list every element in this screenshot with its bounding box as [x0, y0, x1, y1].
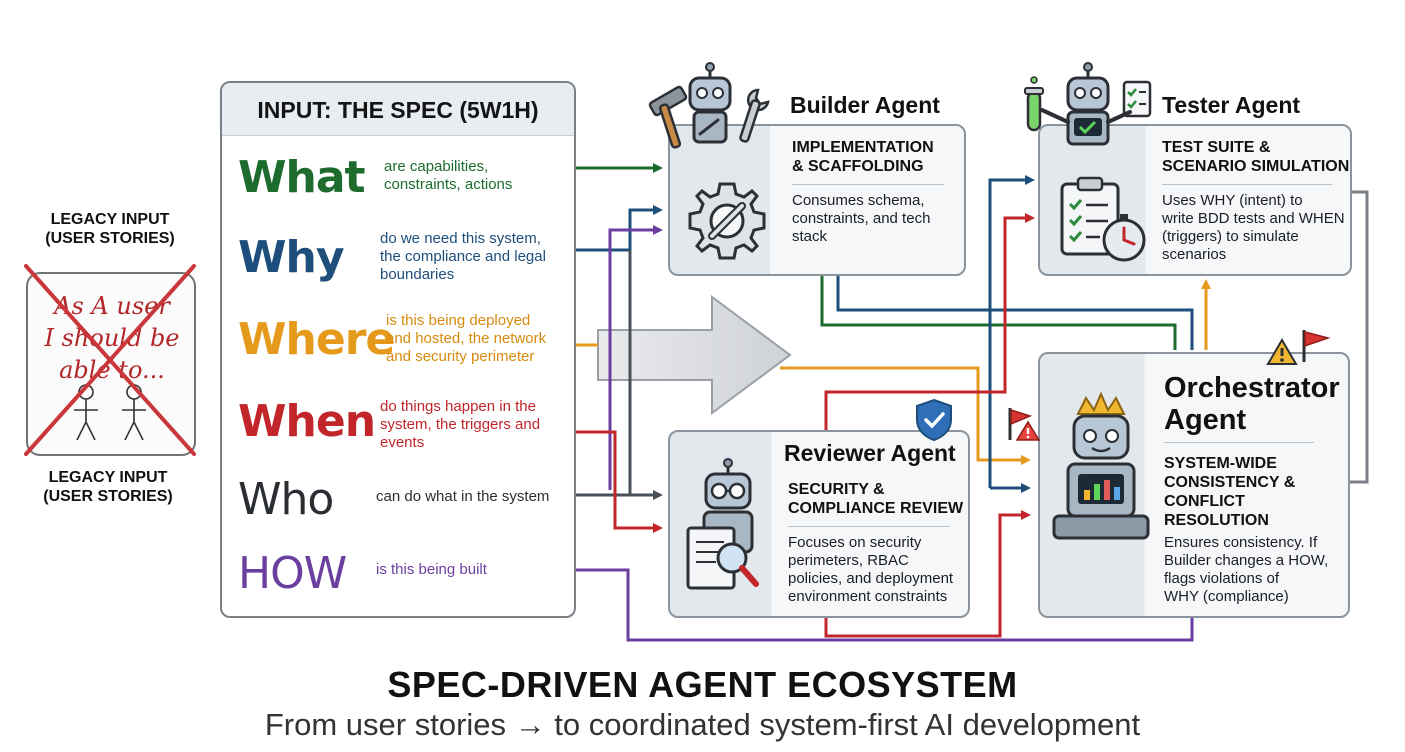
builder-title: Builder Agent [790, 92, 940, 118]
connector-to-tester-red [824, 213, 1035, 430]
spec-word-when: When [238, 396, 376, 447]
spec-desc-who: can do what in the system [376, 488, 550, 505]
connector-builder-orchestrator-green [820, 274, 1177, 350]
connector-how-loop [573, 568, 1194, 642]
tester-title: Tester Agent [1162, 92, 1301, 118]
connector-builder-orchestrator-blue [836, 274, 1194, 350]
reviewer-subtitle: SECURITY & COMPLIANCE REVIEW [788, 481, 964, 517]
connector-reviewer-orchestrator-red [824, 510, 1031, 638]
gear-wrench-icon [688, 182, 766, 260]
checklist-icon [1122, 80, 1152, 118]
document-magnifier-icon [686, 526, 759, 590]
robot-icon [648, 62, 770, 149]
reviewer-divider [788, 526, 950, 527]
connector-where-orchestrator [573, 343, 1028, 460]
spec-panel: INPUT: THE SPEC (5W1H) What are capabili… [220, 81, 576, 618]
legacy-user-story-card: As A user I should be able to... [24, 264, 196, 456]
spec-desc-how: is this being built [376, 561, 487, 578]
cross-out-icon [24, 264, 196, 456]
wrench-icon [739, 88, 770, 143]
footer-subtitle: From user stories → to coordinated syste… [264, 707, 1141, 742]
orchestrator-agent-card: Orchestrator Agent SYSTEM-WIDE CONSISTEN… [1038, 352, 1350, 618]
tester-divider [1162, 184, 1332, 185]
orchestrator-divider [1164, 442, 1314, 443]
hammer-icon [648, 85, 688, 149]
spec-word-how: HOW [238, 548, 347, 599]
spec-word-why: Why [238, 232, 345, 283]
clipboard-stopwatch-icon [1060, 176, 1146, 262]
spec-desc-what: are capabilities, constraints, actions [384, 158, 513, 193]
shield-check-icon [916, 398, 952, 442]
orchestrator-subtitle: SYSTEM-WIDE CONSISTENCY & CONFLICT RESOL… [1164, 455, 1296, 529]
big-flow-arrow [597, 295, 792, 415]
reviewer-desc: Focuses on security perimeters, RBAC pol… [788, 534, 954, 605]
legacy-top-label: LEGACY INPUT (USER STORIES) [45, 211, 175, 247]
footer-title: SPEC-DRIVEN AGENT ECOSYSTEM [387, 664, 1018, 705]
builder-agent-card: IMPLEMENTATION & SCAFFOLDING Consumes sc… [668, 124, 966, 276]
spec-word-what: What [238, 152, 366, 203]
orchestrator-title: Orchestrator Agent [1164, 372, 1340, 436]
warning-icon [1266, 338, 1298, 365]
builder-subtitle: IMPLEMENTATION & SCAFFOLDING [792, 139, 934, 175]
reviewer-agent-card: SECURITY & COMPLIANCE REVIEW Focuses on … [668, 430, 970, 618]
robot-icon [1024, 62, 1152, 146]
spec-word-where: Where [238, 314, 395, 365]
test-tube-icon [1024, 76, 1044, 132]
connector-feedback-loop [1348, 190, 1369, 484]
tester-desc: Uses WHY (intent) to write BDD tests and… [1162, 192, 1345, 263]
spec-title: INPUT: THE SPEC (5W1H) [222, 83, 574, 136]
robot-icon [686, 458, 759, 590]
connector-how-builder [608, 225, 663, 490]
red-flag-icon [1008, 408, 1040, 441]
reviewer-title: Reviewer Agent [784, 440, 956, 466]
tester-agent-card: TEST SUITE & SCENARIO SIMULATION Uses WH… [1038, 124, 1352, 276]
connector-to-tester-blue [988, 175, 1035, 488]
builder-divider [792, 184, 944, 185]
tester-subtitle: TEST SUITE & SCENARIO SIMULATION [1162, 139, 1350, 175]
crowned-robot-icon [1052, 392, 1150, 540]
legacy-bottom-label: LEGACY INPUT (USER STORIES) [43, 469, 173, 505]
orchestrator-desc: Ensures consistency. If Builder changes … [1164, 534, 1329, 605]
spec-desc-why: do we need this system, the compliance a… [380, 230, 546, 283]
spec-desc-where: is this being deployed and hosted, the n… [386, 312, 547, 365]
builder-desc: Consumes schema, constraints, and tech s… [792, 192, 931, 245]
spec-desc-when: do things happen in the system, the trig… [380, 398, 541, 451]
spec-word-who: Who [238, 474, 334, 525]
connector-when-reviewer [573, 430, 663, 533]
red-flag-icon [1302, 330, 1331, 362]
